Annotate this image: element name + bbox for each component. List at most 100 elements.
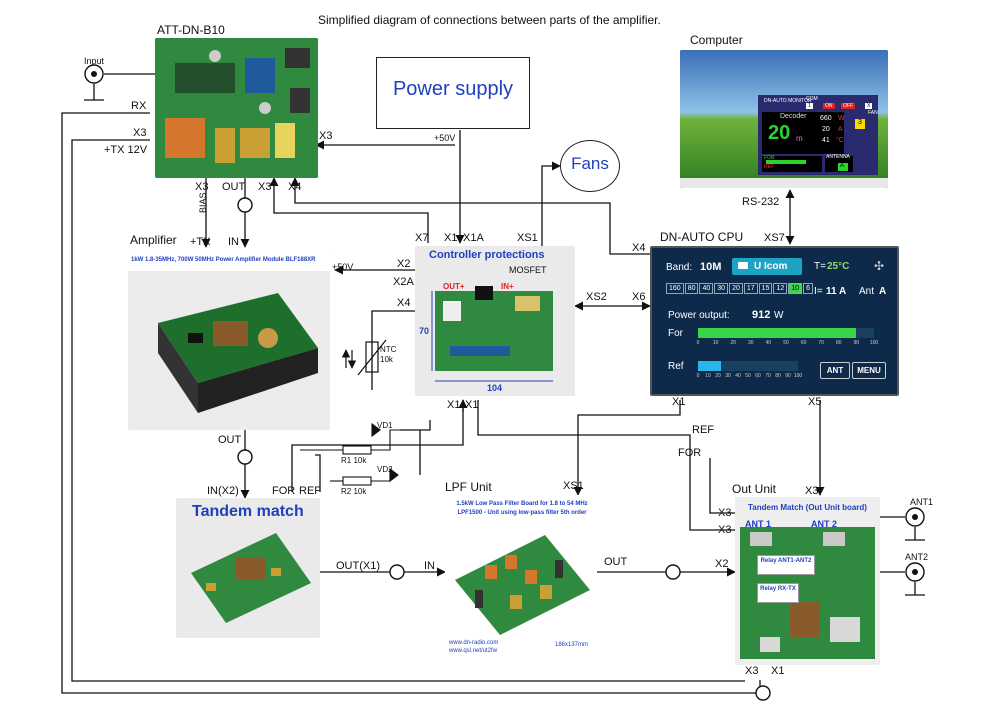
ant1-connector-label: ANT1 [910, 497, 934, 507]
cpu-band-15[interactable]: 15 [758, 283, 773, 294]
att-board [155, 38, 318, 178]
relay-rxtx-box: Relay RX-TX [757, 583, 799, 603]
ntc-wire [371, 310, 415, 335]
outunit-x3-b-pin: X3 [745, 665, 759, 677]
power-voltage: +50V [434, 133, 456, 143]
cpu-ref-scale-tick-70: 70 [765, 373, 771, 379]
cpu-band-value: 10M [700, 261, 722, 273]
cpu-band-80[interactable]: 80 [684, 283, 699, 294]
screen-a-unit: A [838, 126, 843, 133]
coax-att-out [237, 197, 253, 213]
fans-wire [541, 161, 561, 246]
cpu-for-scale-tick-40: 40 [765, 340, 772, 346]
cpu-band-30[interactable]: 30 [714, 283, 729, 294]
ntc-value: 10k [380, 355, 393, 364]
screen-t-unit: °C [836, 137, 844, 144]
lpf-out-pin: OUT [604, 556, 628, 568]
controller-out-plus: OUT+ [443, 282, 465, 291]
r1-label: R1 10k [341, 456, 367, 465]
lpf-line1: 1.5kW Low Pass Filter Board for 1.8 to 5… [456, 501, 588, 507]
amplifier-banner: 1kW 1.8-35MHz, 700W 50MHz Power Amplifie… [131, 257, 316, 263]
lpf-line2: LPF1500 - Unit using low-pass filter 5th… [457, 510, 587, 516]
amplifier-board: 1kW 1.8-35MHz, 700W 50MHz Power Amplifie… [128, 253, 330, 430]
cpu-ant-button[interactable]: ANT [820, 362, 850, 379]
screen-w-unit: W [838, 115, 845, 122]
bias-label: BIAS [198, 192, 208, 213]
cpu-band-10[interactable]: 10 [788, 283, 803, 294]
for-label: FOR [678, 447, 702, 459]
cpu-ref-scale-tick-10: 10 [705, 373, 711, 379]
controller-mosfet: MOSFET [509, 265, 547, 275]
input-ground [84, 84, 104, 101]
cpu-xs7-pin: XS7 [764, 232, 785, 244]
amp-50v-pin: +50V [332, 262, 354, 272]
coax-tandem-out [389, 564, 405, 580]
lpf-size: 186x137mm [555, 642, 589, 648]
controller-dim-h: 70 [419, 326, 430, 336]
lpf-site2: www.qsl.net/ut2fw [449, 648, 498, 654]
outunit-x1-b-pin: X1 [771, 665, 785, 677]
cpu-temp-value: 25°C [827, 261, 850, 272]
cpu-x6-pin: X6 [632, 291, 646, 303]
cpu-for-scale-tick-80: 80 [836, 340, 842, 346]
vd1-wire [400, 420, 431, 431]
cpu-radio-label: U Icom [754, 261, 788, 272]
outunit-x3-l2-pin: X3 [718, 524, 732, 536]
outunit-board-title: Tandem Match (Out Unit board) [748, 503, 867, 512]
cpu-title: DN-AUTO CPU [660, 230, 744, 244]
screen-com: COM [806, 96, 818, 102]
outunit-x2-pin: X2 [715, 558, 729, 570]
cpu-band-6[interactable]: 6 [803, 283, 813, 294]
cpu-ant-label: Ant [859, 286, 875, 297]
ctrl-x2-pin: X2 [397, 258, 411, 270]
cpu-band-40[interactable]: 40 [699, 283, 714, 294]
for-detect-wire [291, 400, 464, 492]
tandem-for-pin: FOR [272, 485, 296, 497]
att-x3-b1-pin: X3 [195, 181, 209, 193]
coax-amp-out [237, 449, 253, 465]
att-out-pin: OUT [222, 181, 246, 193]
cpu-band-17[interactable]: 17 [743, 283, 758, 294]
screen-title: DN-AUTO MONITOR [764, 98, 812, 104]
relay-rxtx-label: Relay RX-TX [760, 586, 796, 592]
amp-in-pin: IN [228, 236, 239, 248]
tandem-in-pin: IN(X2) [207, 485, 239, 497]
ctrl-xs2-pin: XS2 [586, 291, 607, 303]
cpu-for-bar-track [698, 328, 874, 338]
att-title: ATT-DN-B10 [157, 23, 225, 37]
ctrl-x1-pin: X1 [444, 232, 458, 244]
computer-screen: DN-AUTO MONITOR COM 1 ON OFF X Decoder 2… [680, 50, 888, 188]
cpu-ref-label: Ref [668, 361, 684, 372]
screen-ref: REF [764, 164, 774, 170]
tandem-title: Tandem match [192, 503, 304, 520]
relay-ant-box: Relay ANT1-ANT2 [757, 555, 815, 575]
att-x3-b2-pin: X3 [258, 181, 272, 193]
cpu-current-value: 11 A [826, 286, 847, 297]
lpf-in-pin: IN [424, 560, 435, 572]
cpu-for-scale-tick-50: 50 [783, 340, 789, 346]
controller-in-plus: IN+ [501, 282, 514, 291]
cpu-temp-label: T= [814, 261, 826, 272]
att-tx12v-pin: +TX 12V [104, 144, 148, 156]
ntc-label: NTC [380, 345, 397, 354]
cpu-menu-button[interactable]: MENU [852, 362, 886, 379]
att-x4-pin: X4 [288, 181, 302, 193]
fans-circle: Fans [560, 140, 620, 192]
cpu-ref-scale-tick-40: 40 [735, 373, 741, 379]
cpu-band-160[interactable]: 160 [666, 283, 684, 294]
amp-out-pin: OUT [218, 434, 242, 446]
screen-fan: FAN [868, 110, 878, 116]
cpu-x1-pin: X1 [672, 396, 686, 408]
screen-a-val: 20 [822, 126, 830, 133]
lpf-title: LPF Unit [445, 480, 492, 494]
outunit-x3-top-pin: X3 [805, 485, 819, 497]
cpu-for-bar-fill [698, 328, 857, 338]
ctrl-x1-b1-pin: X1 [447, 399, 461, 411]
cpu-band-12[interactable]: 12 [773, 283, 788, 294]
cpu-band-20[interactable]: 20 [729, 283, 743, 294]
computer-title: Computer [690, 33, 743, 47]
rs232-label: RS-232 [742, 196, 780, 208]
